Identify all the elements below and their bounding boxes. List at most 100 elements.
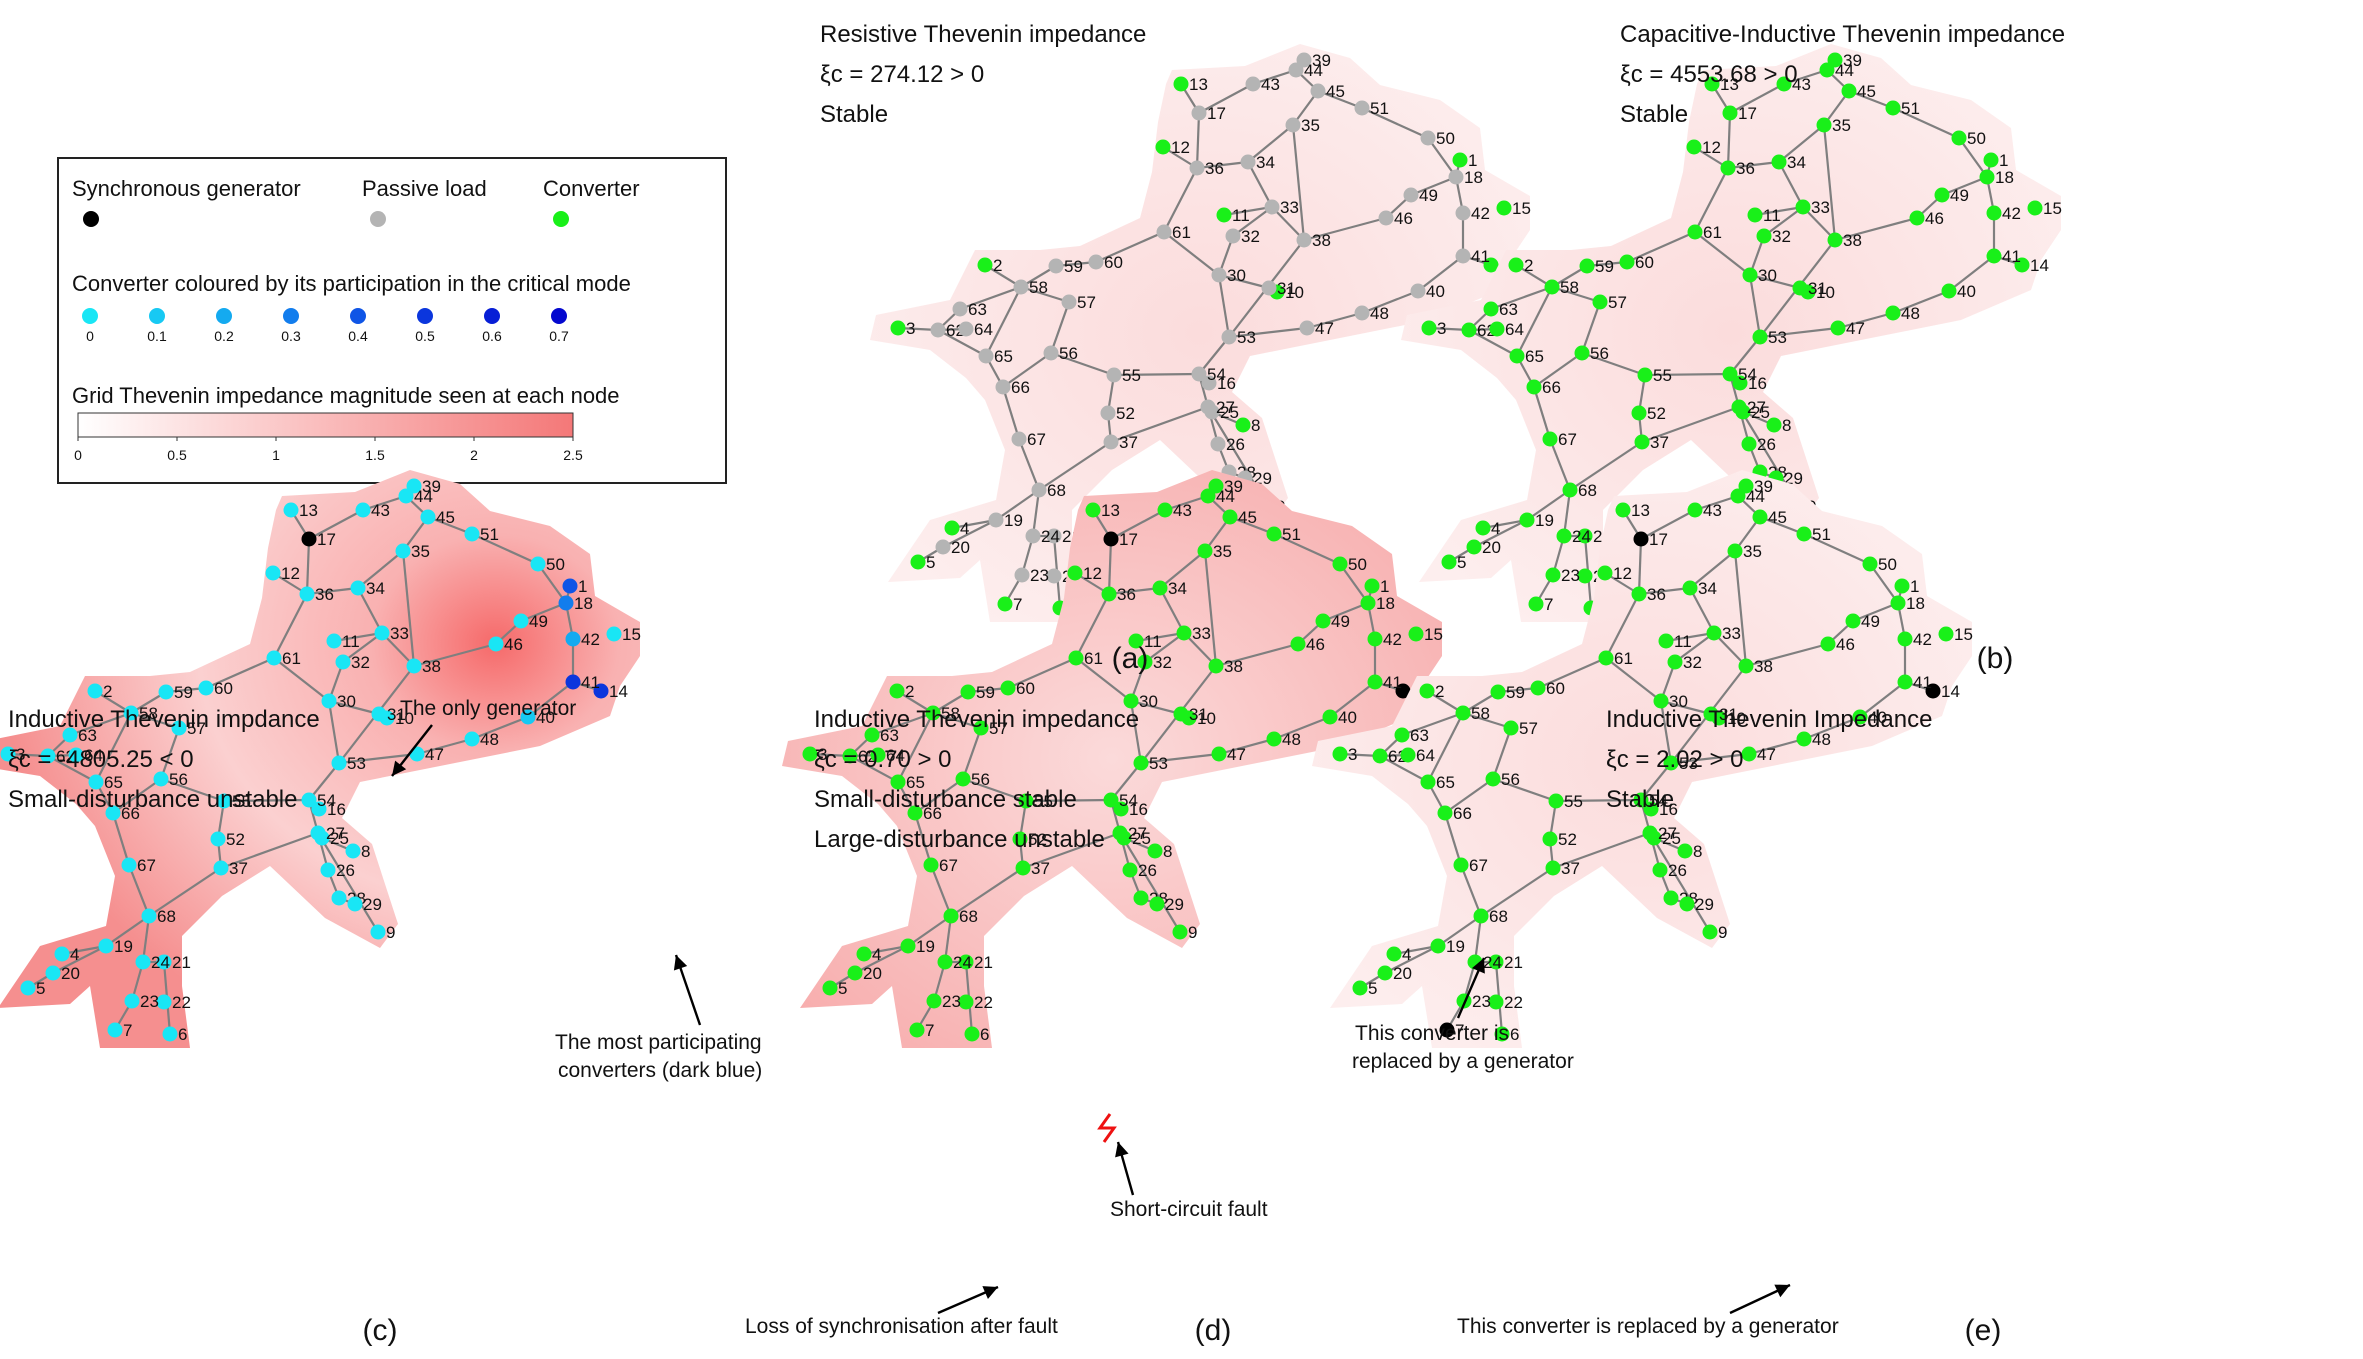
node-46 [1290,636,1306,652]
network-line [1713,632,1747,667]
network-line [1198,336,1230,375]
node-label-64: 64 [1416,746,1435,765]
node-31 [1792,280,1808,296]
node-label-42: 42 [1913,630,1932,649]
annotation-most-participating-1: The most participating [555,1031,762,1054]
node-42 [1897,631,1913,647]
network-line [1859,681,1906,718]
network-line [1228,326,1308,339]
node-label-10: 10 [1285,283,1304,302]
node-22 [958,994,974,1010]
node-label-53: 53 [347,754,366,773]
node-7 [909,1022,925,1038]
network-line [1291,124,1306,241]
node-label-65: 65 [994,347,1013,366]
participation-swatch [551,308,567,324]
network-line [1754,205,1804,217]
node-45 [1752,509,1768,525]
node-27 [1200,399,1216,415]
node-label-66: 66 [121,804,140,823]
node-label-40: 40 [1426,282,1445,301]
node-label-8: 8 [1251,416,1260,435]
network-line [1748,737,1805,756]
network-line [160,777,225,803]
arrow-loss-of-sync-head [982,1286,998,1299]
network-line [1532,386,1552,440]
node-16 [1113,801,1129,817]
panel-b-text-1: ξc = 4553.68 > 0 [1620,61,1798,88]
node-label-39: 39 [1754,477,1773,496]
node-14 [1483,257,1499,273]
arrow-only-generator-head [392,760,407,776]
node-62 [930,322,946,338]
node-label-43: 43 [371,501,390,520]
node-label-38: 38 [1843,231,1862,250]
node-label-12: 12 [1613,564,1632,583]
node-label-34: 34 [1256,153,1275,172]
network-line [1694,167,1729,233]
panel-b-text-0: Capacitive-Inductive Thevenin impedance [1620,21,2065,48]
node-22 [156,994,172,1010]
node-38 [1296,232,1312,248]
panel-b-label: (b) [1977,642,2014,675]
network-line [1427,712,1464,783]
node-62 [842,748,858,764]
node-41 [1367,674,1383,690]
node-label-2: 2 [905,682,914,701]
panel-c-text-0: Inductive Thevenin impdance [8,706,320,733]
node-14 [2014,257,2030,273]
node-label-54: 54 [1738,365,1757,384]
node-label-57: 57 [1519,719,1538,738]
network-panels: 1234567891011121314151617181920212223242… [0,21,2065,1347]
node-label-50: 50 [546,555,565,574]
network-line [1163,167,1198,233]
network-line [1119,832,1181,933]
node-61 [266,650,282,666]
node-32 [1756,228,1772,244]
node-11 [1747,207,1763,223]
node-label-20: 20 [61,964,80,983]
node-52 [1631,405,1647,421]
legend: Synchronous generator Passive load Conve… [57,157,727,484]
network-line [1218,737,1275,756]
node-label-49: 49 [1331,612,1350,631]
node-48 [1354,305,1370,321]
network-line [1644,372,1731,377]
node-39 [1208,478,1224,494]
node-label-14: 14 [1941,682,1960,701]
network-line [47,755,97,783]
network-line [1232,206,1273,237]
node-label-24: 24 [1041,527,1060,546]
impedance-tick-label: 1 [272,447,280,463]
network-line [308,762,340,801]
node-29 [347,896,363,912]
node-57 [1061,294,1077,310]
node-35 [1285,117,1301,133]
arrow-short-circuit-head [1115,1142,1129,1158]
node-label-45: 45 [1238,508,1257,527]
node-63 [62,727,78,743]
node-label-37: 37 [1031,859,1050,878]
node-19 [988,512,1004,528]
node-label-65: 65 [1436,773,1455,792]
node-label-40: 40 [1957,282,1976,301]
annotation-loss-of-sync: Loss of synchronisation after fault [745,1315,1058,1338]
node-label-57: 57 [1608,293,1627,312]
node-label-6: 6 [980,1025,989,1044]
node-label-57: 57 [1077,293,1096,312]
node-label-2: 2 [103,682,112,701]
node-68 [943,908,959,924]
node-60 [1619,254,1635,270]
node-33 [1264,199,1280,215]
panel-e-text-2: Stable [1606,786,1674,813]
node-13 [1173,76,1189,92]
node-label-29: 29 [363,895,382,914]
node-label-50: 50 [1348,555,1367,574]
node-label-11: 11 [342,632,360,651]
node-46 [1378,210,1394,226]
node-60 [198,680,214,696]
node-5 [20,980,36,996]
node-label-35: 35 [1832,116,1851,135]
network-line [897,712,934,783]
network-line [1941,175,1988,197]
